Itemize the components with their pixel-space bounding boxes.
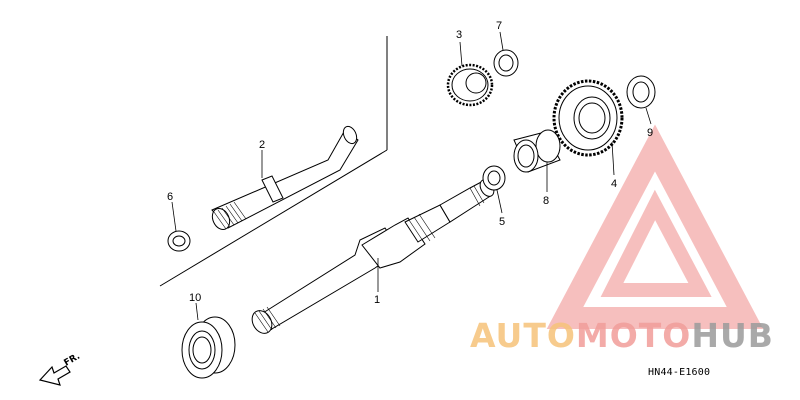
- divider-line: [159, 36, 388, 287]
- reference-code: HN44-E1600: [648, 367, 711, 378]
- washer-part-7: [493, 49, 519, 77]
- part-number-4: 4: [611, 178, 617, 190]
- bearing-part-8: [513, 129, 561, 173]
- watermark-word-moto: MOTO: [575, 316, 692, 355]
- gear-part-3: [446, 63, 494, 107]
- shaft-part-1: [251, 179, 495, 334]
- leader-lines: [171, 31, 652, 321]
- shaft-part-2: [211, 125, 359, 231]
- watermark-word-auto: AUTO: [470, 316, 576, 355]
- washer-part-6: [167, 230, 191, 252]
- watermark-logo: [546, 124, 764, 329]
- part-number-1: 1: [374, 294, 380, 306]
- watermark-word-hub: HUB: [691, 316, 774, 355]
- part-number-8: 8: [543, 195, 549, 207]
- part-number-10: 10: [189, 292, 201, 304]
- part-number-6: 6: [167, 191, 173, 203]
- washer-part-9: [626, 75, 656, 109]
- watermark-wordmark: AUTOMOTOHUB: [470, 316, 774, 355]
- front-direction-arrow: FR.: [38, 352, 82, 386]
- washer-part-5: [482, 165, 506, 191]
- bearing-part-10: [181, 316, 236, 379]
- part-number-5: 5: [499, 216, 505, 228]
- part-number-3: 3: [456, 29, 462, 41]
- part-number-7: 7: [496, 20, 502, 32]
- gear-part-4: [552, 79, 624, 157]
- part-number-2: 2: [259, 139, 265, 151]
- front-direction-label: FR.: [63, 352, 82, 369]
- part-number-9: 9: [647, 127, 653, 139]
